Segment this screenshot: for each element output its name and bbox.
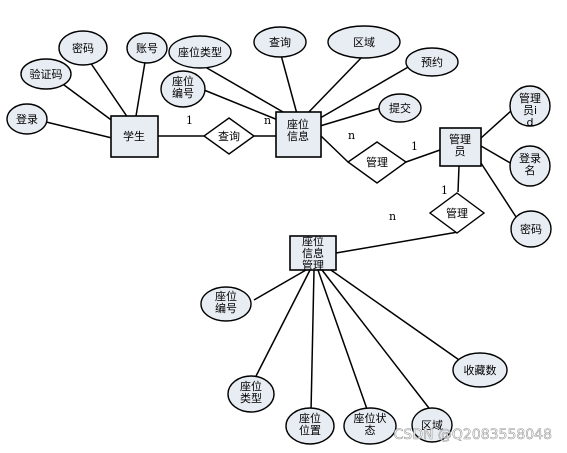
attr-mgmt-seat-type-label: 座位类型	[240, 379, 262, 405]
attr-mgmt-seat-number-label: 座位编号	[215, 289, 237, 315]
line-account-student	[135, 61, 146, 117]
attr-seat-type: 座位类型	[168, 35, 232, 69]
attr-admin-password-label: 密码	[520, 222, 542, 236]
attr-seat-reserve-label: 预约	[421, 56, 443, 69]
attr-seat-submit-label: 提交	[389, 101, 411, 115]
attr-mgmt-favorites: 收藏数	[452, 352, 508, 388]
attr-admin-login-name: 登录名	[509, 145, 551, 187]
line-admin-adminid	[480, 109, 513, 139]
attr-mgmt-seat-position: 座位位置	[285, 407, 335, 445]
attr-seat-number-label: 座位编号	[172, 74, 194, 100]
entity-seat-mgmt-label: 座位信息管理	[302, 234, 324, 272]
attr-student-password-label: 密码	[72, 41, 94, 55]
line-manage2-seatmgmt	[335, 231, 459, 254]
line-seatnumber-seatinfo	[203, 89, 279, 121]
attr-mgmt-seat-type: 座位类型	[227, 375, 275, 413]
attr-student-account: 账号	[126, 32, 168, 64]
relationship-query-label: 查询	[218, 129, 240, 143]
attr-seat-number: 座位编号	[160, 70, 206, 108]
attr-seat-reserve: 预约	[405, 47, 459, 77]
attr-mgmt-seat-number: 座位编号	[200, 286, 252, 322]
cardinality-query-seatinfo: n	[264, 114, 271, 127]
watermark: CSDN @Q2083558048	[394, 427, 552, 443]
attr-mgmt-seat-status-label: 座位状态	[354, 411, 387, 437]
line-manage-admin	[405, 149, 441, 163]
relationship-manage-mid: 管理	[428, 192, 486, 234]
attr-mgmt-favorites-label: 收藏数	[464, 363, 497, 377]
attr-student-account-label: 账号	[136, 42, 158, 55]
attr-seat-type-label: 座位类型	[178, 45, 222, 59]
attr-seat-area-label: 区域	[353, 36, 375, 49]
entity-seat-info-label: 座位信息	[287, 117, 309, 143]
attr-student-login-label: 登录	[16, 112, 38, 126]
attr-seat-area: 区域	[327, 25, 401, 59]
attr-seat-submit: 提交	[378, 93, 422, 123]
relationship-manage-top-label: 管理	[366, 155, 388, 169]
line-admin-password	[478, 159, 519, 221]
cardinality-manage-admin: 1	[411, 140, 418, 153]
line-mgmt-status	[317, 269, 369, 413]
connector-lines	[41, 54, 519, 413]
attr-admin-login-name-label: 登录名	[519, 151, 541, 177]
line-captcha-student	[59, 81, 119, 126]
attr-seat-query-label: 查询	[269, 35, 291, 49]
line-mgmt-area	[321, 269, 433, 413]
entity-seat-mgmt: 座位信息管理	[289, 234, 337, 272]
cardinality-seatinfo-manage: n	[348, 129, 355, 142]
line-mgmt-position	[310, 269, 315, 413]
attr-mgmt-seat-status: 座位状态	[343, 407, 397, 445]
line-seatinfo-manage	[320, 135, 349, 163]
attr-mgmt-seat-position-label: 座位位置	[299, 411, 321, 437]
line-area-seatinfo	[304, 54, 365, 117]
line-seattype-seatinfo	[199, 63, 291, 117]
attr-student-login: 登录	[6, 103, 48, 135]
attr-student-password: 密码	[58, 30, 108, 66]
line-query-attr-seatinfo	[280, 54, 298, 115]
line-reserve-seatinfo	[314, 65, 411, 122]
attr-mgmt-area-label: 区域	[421, 419, 443, 432]
cardinality-manage2-seatmgmt: n	[389, 210, 396, 223]
line-password-student	[89, 61, 129, 119]
attr-admin-password: 密码	[510, 210, 552, 248]
entity-admin-label: 管理员	[449, 132, 471, 158]
attr-seat-query: 查询	[253, 26, 307, 58]
line-admin-manage2	[457, 165, 460, 193]
line-mgmt-favorites	[327, 267, 463, 363]
entity-student-label: 学生	[123, 129, 145, 143]
cardinality-student-query: 1	[186, 114, 193, 127]
line-mgmt-seattype	[251, 269, 311, 385]
relationship-manage-top: 管理	[346, 141, 408, 184]
attr-student-captcha: 验证码	[20, 58, 72, 90]
entity-admin: 管理员	[439, 127, 482, 167]
cardinality-admin-manage2: 1	[441, 184, 448, 197]
relationship-query: 查询	[202, 117, 256, 155]
line-admin-loginname	[480, 145, 513, 165]
line-submit-seatinfo	[319, 107, 381, 127]
attr-student-captcha-label: 验证码	[30, 67, 63, 81]
entity-seat-info: 座位信息	[275, 111, 322, 158]
entity-student: 学生	[110, 115, 159, 158]
line-mgmt-seatnumber	[253, 269, 307, 301]
relationship-manage-mid-label: 管理	[446, 206, 468, 220]
line-login-student	[41, 120, 113, 139]
attr-mgmt-area: 区域	[411, 407, 453, 443]
